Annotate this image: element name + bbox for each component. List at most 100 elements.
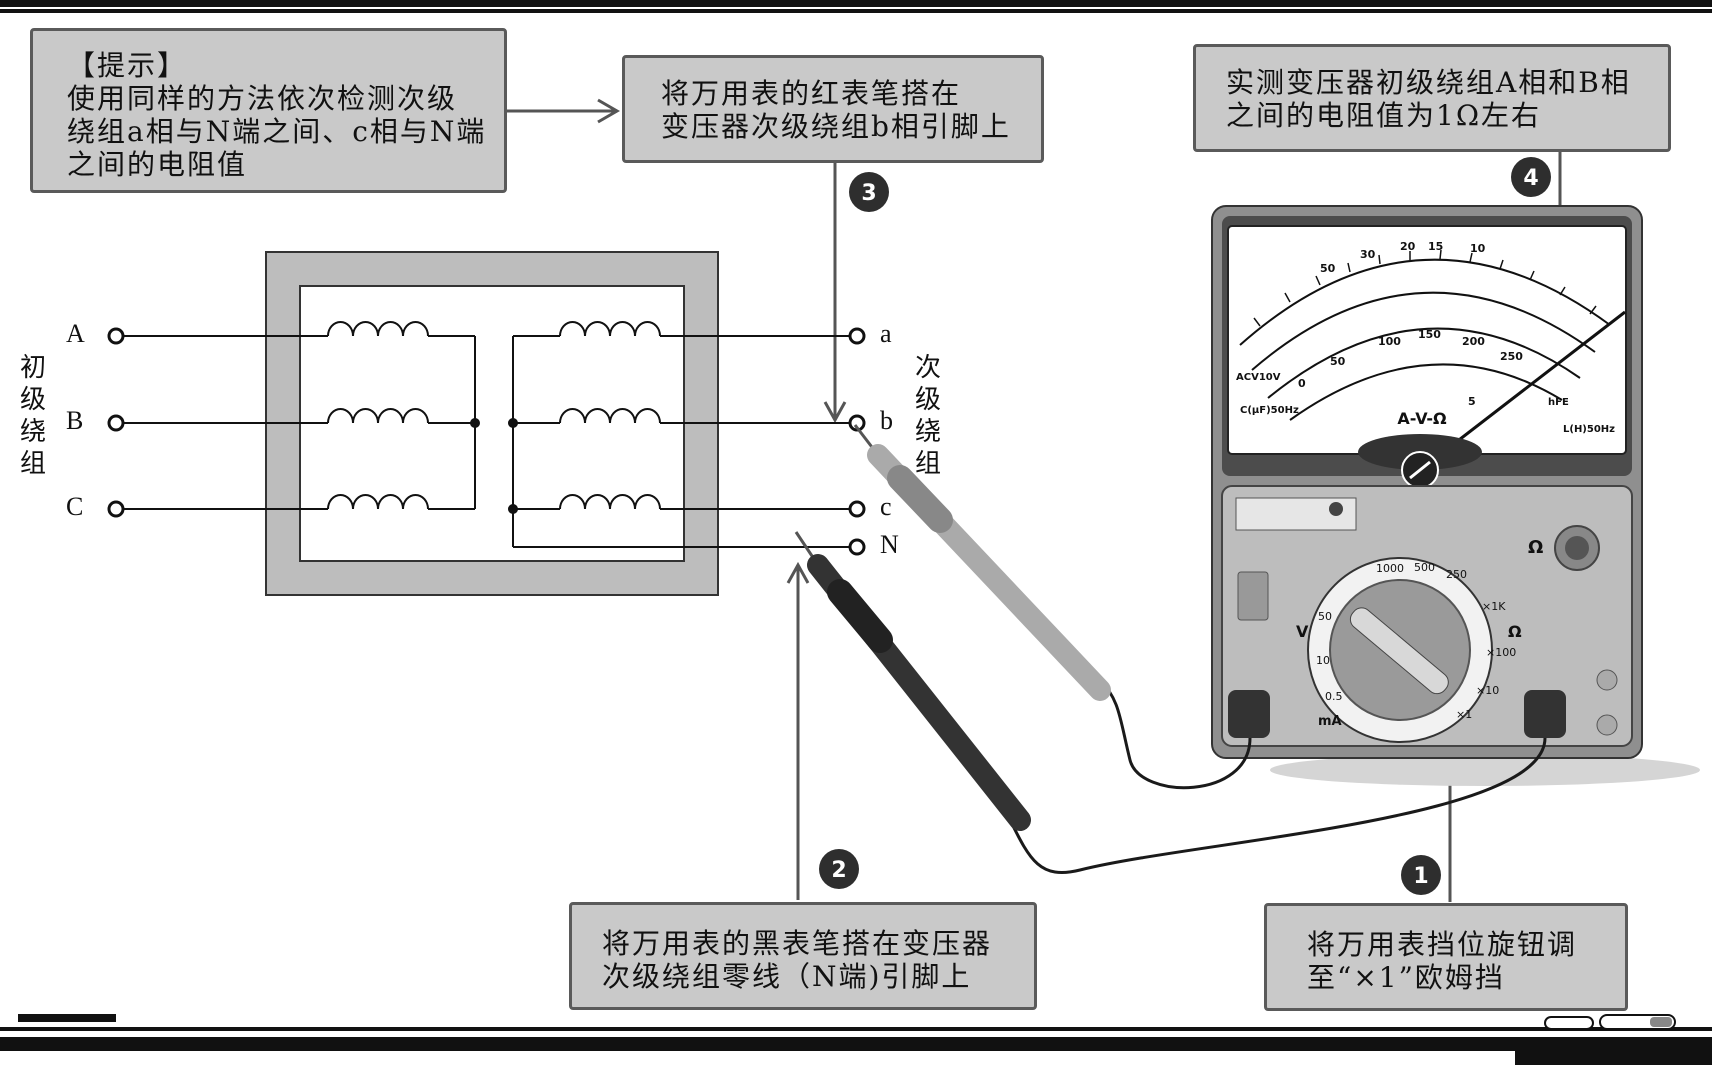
multimeter: 50 30 20 15 10 100 150 200 250 0 50 5 AC…	[1211, 205, 1700, 786]
dial-mark-50: 50	[1318, 610, 1332, 623]
dial-marks-text: 1000 500 250 ×1K ×100 ×10 ×1 50 10 0.5	[1316, 561, 1516, 721]
step3-arrowhead	[823, 401, 847, 424]
top-border-bar-thin	[0, 9, 1712, 13]
dial-ohm-symbol: Ω	[1508, 622, 1522, 641]
aux-jack-1	[1596, 669, 1618, 691]
meter-scale-ticks	[1253, 249, 1597, 327]
coil-primary-c	[327, 494, 429, 510]
scale-name-hfe: hFE	[1548, 397, 1569, 408]
primary-winding-label: 初 级 绕 组	[18, 352, 48, 480]
hint-line-2: 绕组a相与N端之间、c相与N端	[67, 115, 487, 148]
dial-mark-500: 500	[1414, 561, 1435, 574]
step2-arrowhead	[786, 561, 810, 584]
dial-ma-symbol: mA	[1318, 714, 1342, 729]
step3-callout: 将万用表的红表笔搭在 变压器次级绕组b相引脚上	[622, 55, 1044, 163]
terminal-N	[848, 538, 866, 556]
coil-primary-a	[327, 321, 429, 337]
bottom-border-bar	[0, 1037, 1712, 1051]
hint-arrowhead	[597, 98, 620, 124]
terminal-A	[107, 327, 125, 345]
scale-name-acv: ACV10V	[1236, 372, 1281, 383]
selector-knob-pointer	[1349, 607, 1449, 695]
scale-num-200: 200	[1462, 335, 1485, 348]
scale-num-50b: 50	[1330, 355, 1346, 368]
scale-num-5: 5	[1468, 395, 1476, 408]
terminal-label-C: C	[66, 492, 84, 521]
terminal-label-c: c	[880, 492, 892, 521]
aux-jack-2	[1596, 714, 1618, 736]
scale-name-ind: L(H)50Hz	[1563, 424, 1615, 435]
top-border-bar	[0, 0, 1712, 7]
scale-name-cap: C(μF)50Hz	[1240, 405, 1299, 416]
meter-scale-arcs	[1239, 258, 1611, 421]
hint-title: 【提示】	[67, 49, 188, 82]
scale-num-150: 150	[1418, 328, 1441, 341]
step1-badge	[1401, 855, 1441, 895]
step2-number: 2	[831, 858, 846, 883]
terminal-C	[107, 500, 125, 518]
dial-mark-10: 10	[1316, 654, 1330, 667]
secondary-label-char-2: 级	[914, 385, 941, 415]
step2-badge	[819, 849, 859, 889]
terminal-label-N: N	[880, 530, 899, 559]
red-probe	[853, 424, 1111, 701]
hint-line-3: 之间的电阻值	[67, 148, 248, 181]
zero-adjust-slot	[1409, 460, 1431, 480]
meter-scale-label: A-V-Ω	[1397, 409, 1447, 428]
step3-line-2: 变压器次级绕组b相引脚上	[661, 110, 1011, 143]
scale-num-10: 10	[1470, 242, 1486, 255]
step4-badge	[1511, 157, 1551, 197]
terminal-label-A: A	[66, 319, 85, 348]
step2-line-1: 将万用表的黑表笔搭在变压器	[602, 927, 993, 960]
dial-v-symbol: V	[1296, 622, 1309, 641]
step4-line-1: 实测变压器初级绕组A相和B相	[1226, 66, 1631, 99]
step2-line-2: 次级绕组零线（N端)引脚上	[602, 960, 972, 993]
step4-line-2: 之间的电阻值为1Ω左右	[1226, 99, 1542, 132]
v-ohm-jack	[1524, 690, 1566, 738]
secondary-node-c	[508, 504, 518, 514]
terminal-a	[848, 327, 866, 345]
step3-number: 3	[861, 181, 876, 206]
secondary-winding-label: 次 级 绕 组	[913, 352, 943, 480]
terminal-c	[848, 500, 866, 518]
red-lead-wire	[1098, 678, 1252, 790]
scale-num-250: 250	[1500, 350, 1523, 363]
primary-label-char-2: 级	[19, 385, 46, 415]
step2-callout: 将万用表的黑表笔搭在变压器 次级绕组零线（N端)引脚上	[569, 902, 1037, 1010]
black-probe-grip	[827, 579, 893, 653]
terminal-label-B: B	[66, 406, 84, 435]
secondary-node-b	[508, 418, 518, 428]
dial-mark-1000: 1000	[1376, 562, 1404, 575]
terminal-label-b: b	[880, 406, 893, 435]
primary-star-node	[470, 418, 480, 428]
primary-label-char-1: 初	[19, 353, 46, 383]
step1-line-2: 至“×1”欧姆挡	[1307, 961, 1505, 994]
black-lead-wire	[1008, 737, 1547, 875]
secondary-label-char-4: 组	[914, 449, 941, 479]
step3-line-1: 将万用表的红表笔搭在	[661, 77, 962, 110]
scale-num-100: 100	[1378, 335, 1401, 348]
terminal-B	[107, 414, 125, 432]
terminal-label-a: a	[880, 319, 892, 348]
red-probe-grip	[887, 465, 953, 533]
secondary-label-char-1: 次	[914, 353, 941, 383]
transformer-core-window	[299, 285, 685, 562]
dial-mark-x1: ×1	[1456, 708, 1472, 721]
mini-meter-icon	[1544, 1014, 1676, 1030]
coil-secondary-b	[559, 408, 661, 424]
step1-number: 1	[1413, 864, 1428, 889]
bottom-border-bar-thin	[0, 1027, 1712, 1031]
transistor-socket	[1237, 571, 1269, 621]
scale-num-30: 30	[1360, 248, 1376, 261]
step1-callout: 将万用表挡位旋钮调 至“×1”欧姆挡	[1264, 903, 1628, 1011]
dial-mark-05: 0.5	[1325, 690, 1343, 703]
terminals	[107, 327, 866, 556]
secondary-label-char-3: 绕	[914, 417, 941, 447]
step4-callout: 实测变压器初级绕组A相和B相 之间的电阻值为1Ω左右	[1193, 44, 1671, 152]
scale-num-20: 20	[1400, 240, 1416, 253]
coil-secondary-c	[559, 494, 661, 510]
step4-number: 4	[1523, 166, 1538, 191]
probe-leads	[1008, 678, 1547, 875]
scale-num-50: 50	[1320, 262, 1336, 275]
scale-num-15: 15	[1428, 240, 1443, 253]
